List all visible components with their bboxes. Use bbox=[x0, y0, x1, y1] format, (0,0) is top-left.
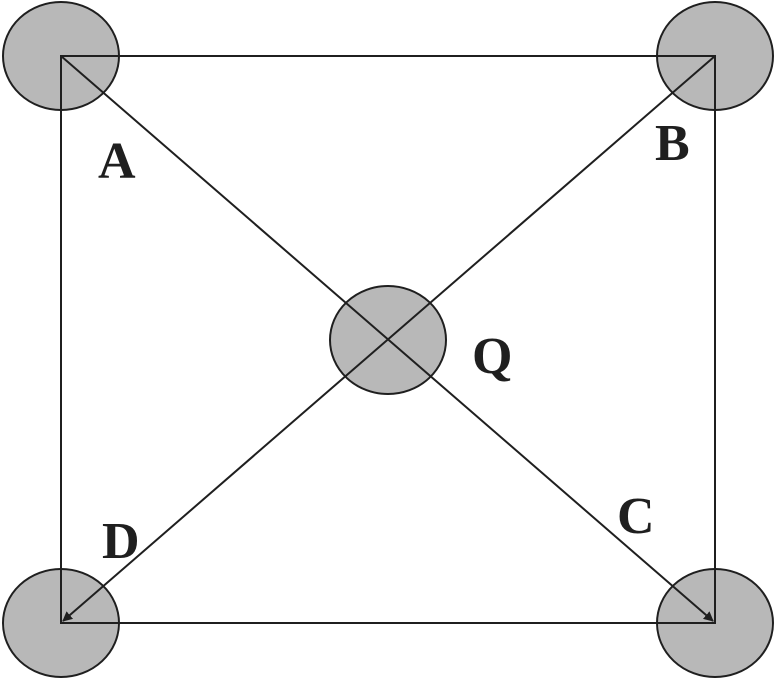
label-a: A bbox=[98, 133, 136, 190]
label-b: B bbox=[655, 115, 690, 172]
square-outline bbox=[60, 55, 716, 624]
label-d: D bbox=[102, 513, 140, 570]
arrow-b-to-d bbox=[62, 55, 716, 622]
arrow-a-to-c bbox=[60, 55, 714, 622]
label-c: C bbox=[617, 488, 655, 545]
label-q: Q bbox=[472, 328, 512, 385]
